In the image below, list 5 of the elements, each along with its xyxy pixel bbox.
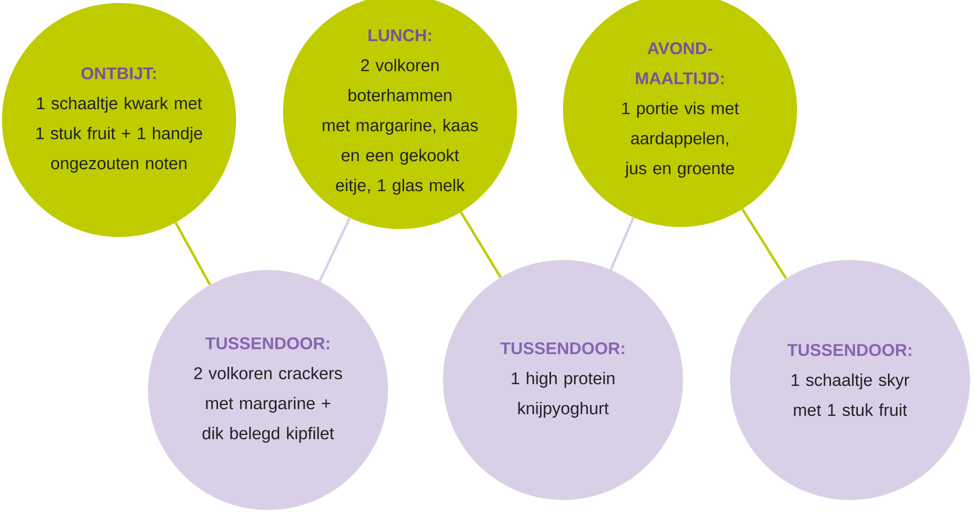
connector-line [174,222,212,286]
connector-line [460,211,502,278]
connector-line [610,217,635,270]
connector-line [318,217,351,282]
connector-line [741,208,788,279]
